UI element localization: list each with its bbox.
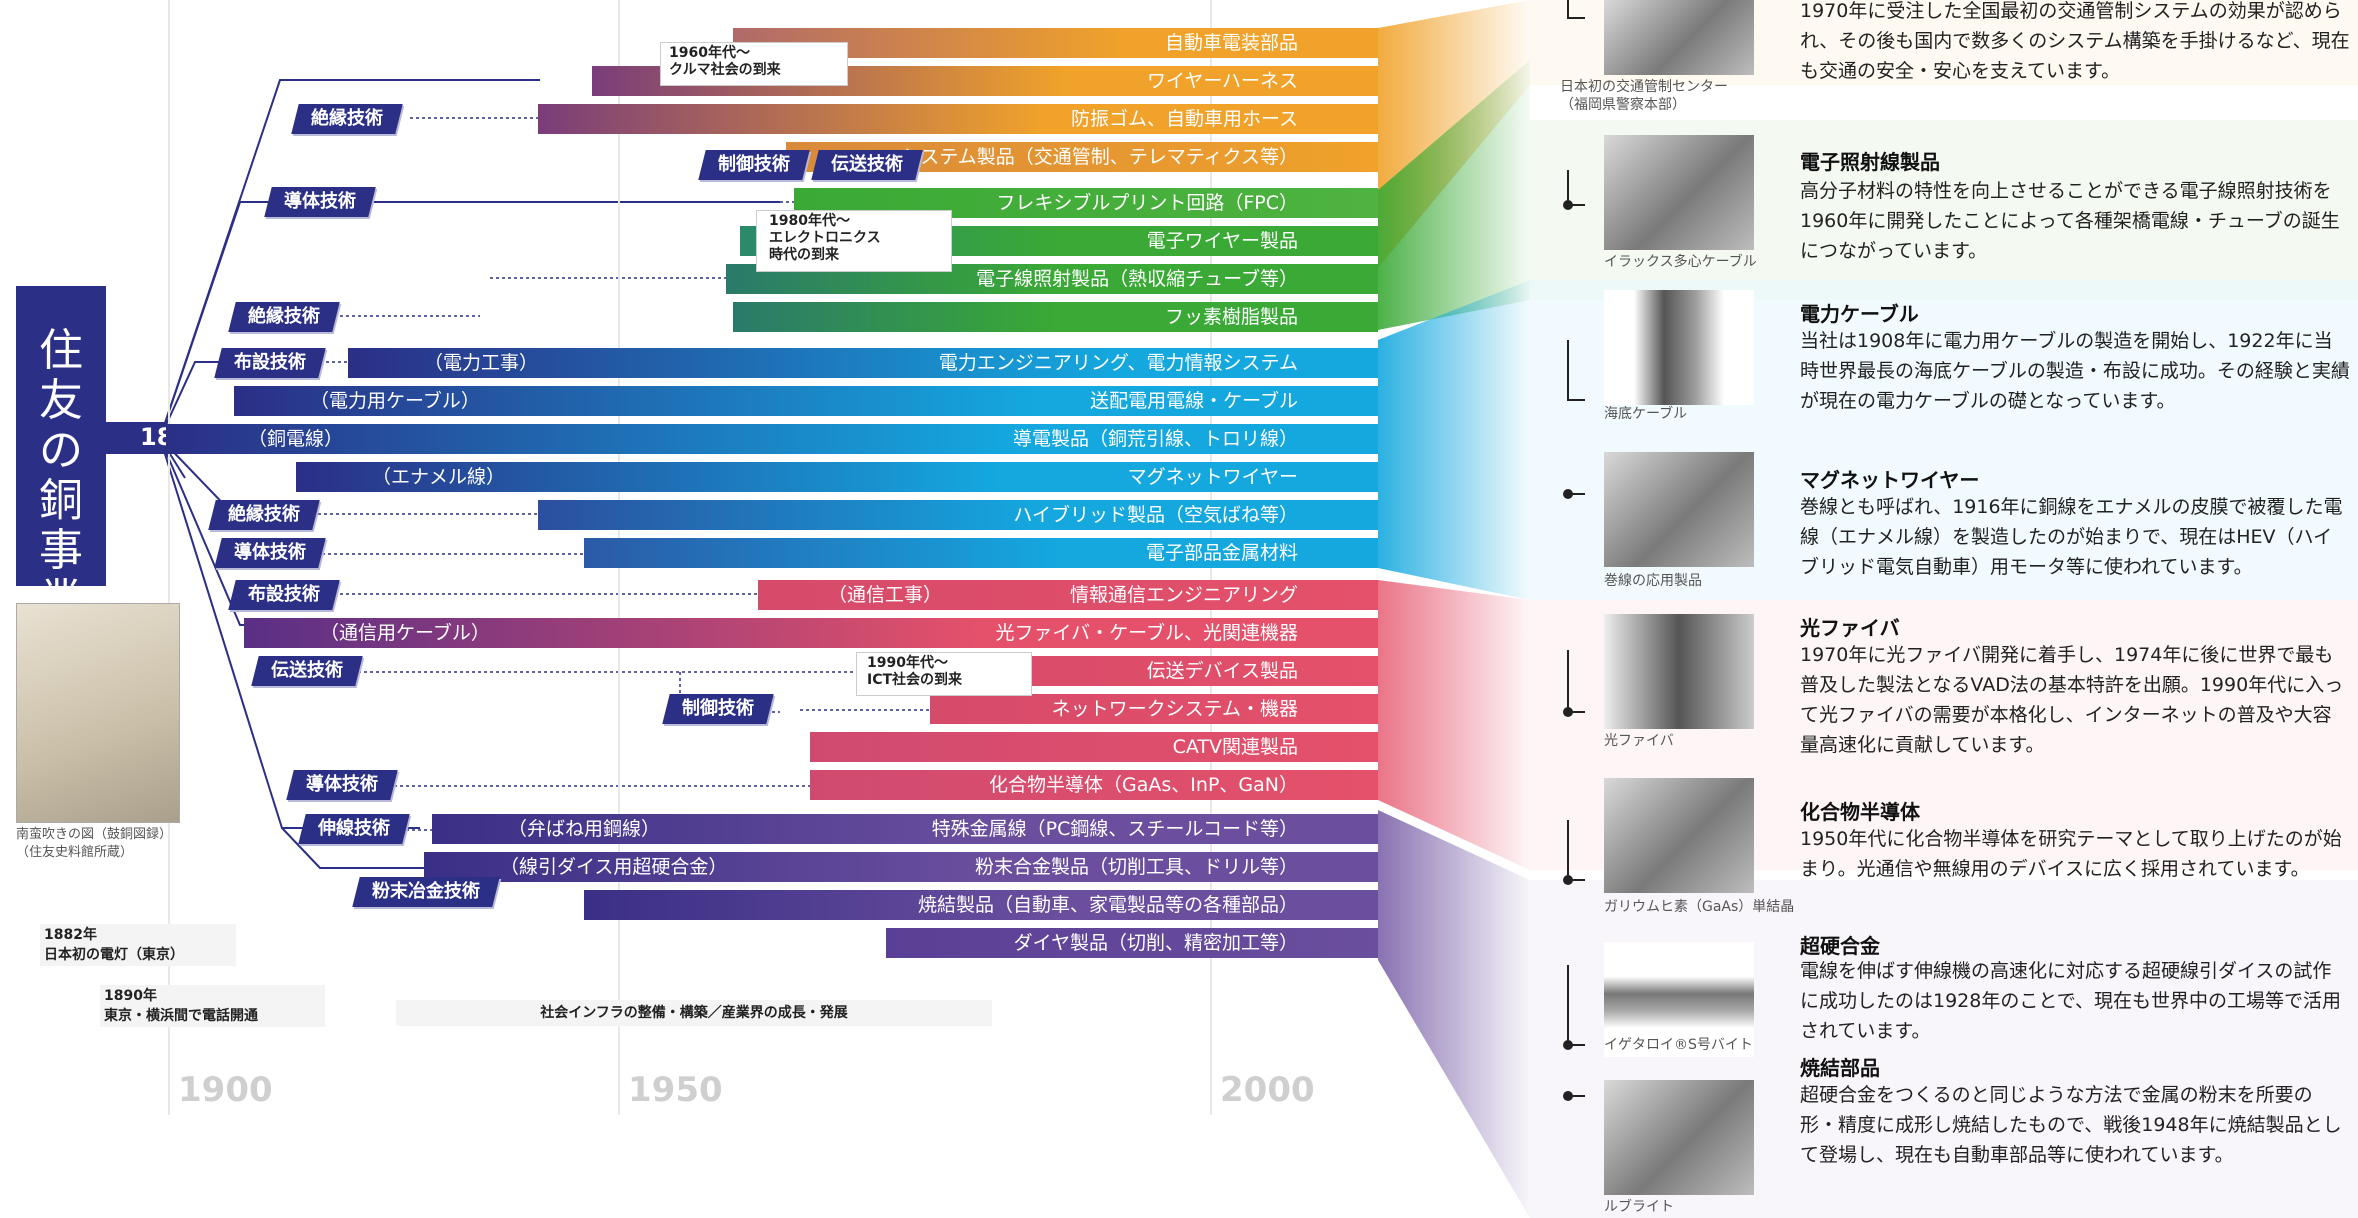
era-1960s: 1960年代〜クルマ社会の到来 xyxy=(660,42,848,86)
bar-electronic-metal: 電子部品金属材料 xyxy=(584,538,1378,568)
title-cemented-carbide: 超硬合金 xyxy=(1800,934,1880,958)
tag-control-1: 制御技術 xyxy=(698,150,810,180)
title-power-cable: 電力ケーブル xyxy=(1800,302,1919,326)
desc-power-cable: 当社は1908年に電力用ケーブルの製造を開始し、1922年に当時世界最長の海底ケ… xyxy=(1800,330,2350,412)
bar-network-system: ネットワークシステム・機器 xyxy=(930,694,1378,724)
gridline-1900 xyxy=(168,0,170,1115)
bar-fluoroplastic: フッ素樹脂製品 xyxy=(733,302,1378,332)
tag-conductor-1: 導体技術 xyxy=(264,187,376,217)
desc-cemented-carbide: 電線を伸ばす伸線機の高速化に対応する超硬線引ダイスの試作に成功したのは1928年… xyxy=(1800,960,2342,1042)
caption-traffic-center: 日本初の交通管制センター（福岡県警察本部） xyxy=(1560,79,1728,113)
caption-irrax-cable: イラックス多心ケーブル xyxy=(1604,254,1757,270)
photo-lubrite xyxy=(1604,1080,1754,1195)
illustration-caption: 南蛮吹きの図（鼓銅図録）（住友史料館所蔵） xyxy=(16,827,173,860)
desc-sintered-parts: 超硬合金をつくるのと同じような方法で金属の粉末を所要の形・精度に成形し焼結したも… xyxy=(1800,1084,2342,1166)
photo-submarine-cable xyxy=(1604,290,1754,405)
title-vertical: 住友の銅事業 xyxy=(16,286,106,626)
era-1990s: 1990年代〜ICT社会の到来 xyxy=(856,652,1032,696)
caption-igetalloy: イゲタロイ®S号バイト xyxy=(1604,1037,1753,1053)
bar-catv: CATV関連製品 xyxy=(810,732,1378,762)
bar-sintered: 焼結製品（自動車、家電製品等の各種部品） xyxy=(584,890,1378,920)
caption-submarine-cable: 海底ケーブル xyxy=(1604,406,1688,422)
era-1980s: 1980年代〜エレクトロニクス時代の到来 xyxy=(756,210,952,272)
tag-insulation-2: 絶縁技術 xyxy=(228,302,340,332)
bar-conductive: （銅電線）導電製品（銅荒引線、トロリ線） xyxy=(166,424,1378,454)
tag-laying-2: 布設技術 xyxy=(228,580,340,610)
bar-rubber-hose: 防振ゴム、自動車用ホース xyxy=(538,104,1378,134)
bar-hybrid: ハイブリッド製品（空気ばね等） xyxy=(538,500,1378,530)
axis-year-1900: 1900 xyxy=(178,1070,273,1110)
bar-diamond: ダイヤ製品（切削、精密加工等） xyxy=(886,928,1378,958)
title-compound-semi: 化合物半導体 xyxy=(1800,800,1920,824)
tag-control-2: 制御技術 xyxy=(662,694,774,724)
tag-conductor-3: 導体技術 xyxy=(286,770,398,800)
caption-gaas-crystal: ガリウムヒ素（GaAs）単結晶 xyxy=(1604,899,1795,915)
bar-power-engineering: （電力工事）電力エンジニアリング、電力情報システム xyxy=(348,348,1378,378)
bar-electron-beam: 電子線照射製品（熱収縮チューブ等） xyxy=(726,264,1378,294)
title-optical-fiber: 光ファイバ xyxy=(1800,616,1900,640)
tag-wiredrawing: 伸線技術 xyxy=(298,814,410,844)
tag-insulation-3: 絶縁技術 xyxy=(208,500,320,530)
bar-magnet-wire: （エナメル線）マグネットワイヤー xyxy=(296,462,1378,492)
bar-powder-alloy: （線引ダイス用超硬合金）粉末合金製品（切削工具、ドリル等） xyxy=(424,852,1378,882)
bar-special-metal-wire: （弁ばね用鋼線）特殊金属線（PC鋼線、スチールコード等） xyxy=(432,814,1378,844)
root-bar xyxy=(106,422,166,454)
title-sintered-parts: 焼結部品 xyxy=(1800,1056,1880,1080)
photo-traffic-center xyxy=(1604,0,1754,75)
note-1890: 1890年東京・横浜間で電話開通 xyxy=(100,985,325,1027)
tag-powder-metallurgy: 粉末冶金技術 xyxy=(352,877,500,907)
bar-power-cable: （電力用ケーブル）送配電用電線・ケーブル xyxy=(234,386,1378,416)
caption-winding-products: 巻線の応用製品 xyxy=(1604,573,1702,589)
desc-traffic-system: 1970年に受注した全国最初の交通管制システムの効果が認められ、その後も国内で数… xyxy=(1800,0,2350,82)
photo-gaas-crystal xyxy=(1604,778,1754,893)
title-electron-beam: 電子照射線製品 xyxy=(1800,150,1940,174)
note-1882: 1882年日本初の電灯（東京） xyxy=(40,924,236,966)
bar-compound-semi: 化合物半導体（GaAs、InP、GaN） xyxy=(810,770,1378,800)
tag-transmission-2: 伝送技術 xyxy=(251,656,363,686)
title-magnet-wire: マグネットワイヤー xyxy=(1800,468,1980,492)
bar-info-comm-eng: （通信工事）情報通信エンジニアリング xyxy=(758,580,1378,610)
tag-insulation-1: 絶縁技術 xyxy=(291,104,403,134)
tag-laying-1: 布設技術 xyxy=(214,348,326,378)
caption-optical-fiber: 光ファイバ xyxy=(1604,733,1674,749)
photo-winding-products xyxy=(1604,452,1754,567)
desc-optical-fiber: 1970年に光ファイバ開発に着手し、1974年に後に世界で最も普及した製法となる… xyxy=(1800,644,2344,756)
axis-year-1950: 1950 xyxy=(628,1070,723,1110)
desc-magnet-wire: 巻線とも呼ばれ、1916年に銅線をエナメルの皮膜で被覆した電線（エナメル線）を製… xyxy=(1800,496,2343,578)
photo-optical-fiber xyxy=(1604,614,1754,729)
caption-lubrite: ルブライト xyxy=(1604,1199,1674,1215)
axis-year-2000: 2000 xyxy=(1220,1070,1315,1110)
note-infrastructure: 社会インフラの整備・構築／産業界の成長・発展 xyxy=(396,1000,992,1026)
tag-conductor-2: 導体技術 xyxy=(214,538,326,568)
photo-igetalloy xyxy=(1604,942,1754,1057)
desc-electron-beam: 高分子材料の特性を向上させることができる電子線照射技術を1960年に開発したこと… xyxy=(1800,180,2340,262)
desc-compound-semi: 1950年代に化合物半導体を研究テーマとして取り上げたのが始まり。光通信や無線用… xyxy=(1800,828,2342,880)
bar-optical-fiber: （通信用ケーブル）光ファイバ・ケーブル、光関連機器 xyxy=(244,618,1378,648)
photo-irrax-cable xyxy=(1604,135,1754,250)
historic-illustration xyxy=(16,603,180,823)
tag-transmission-1: 伝送技術 xyxy=(811,150,923,180)
